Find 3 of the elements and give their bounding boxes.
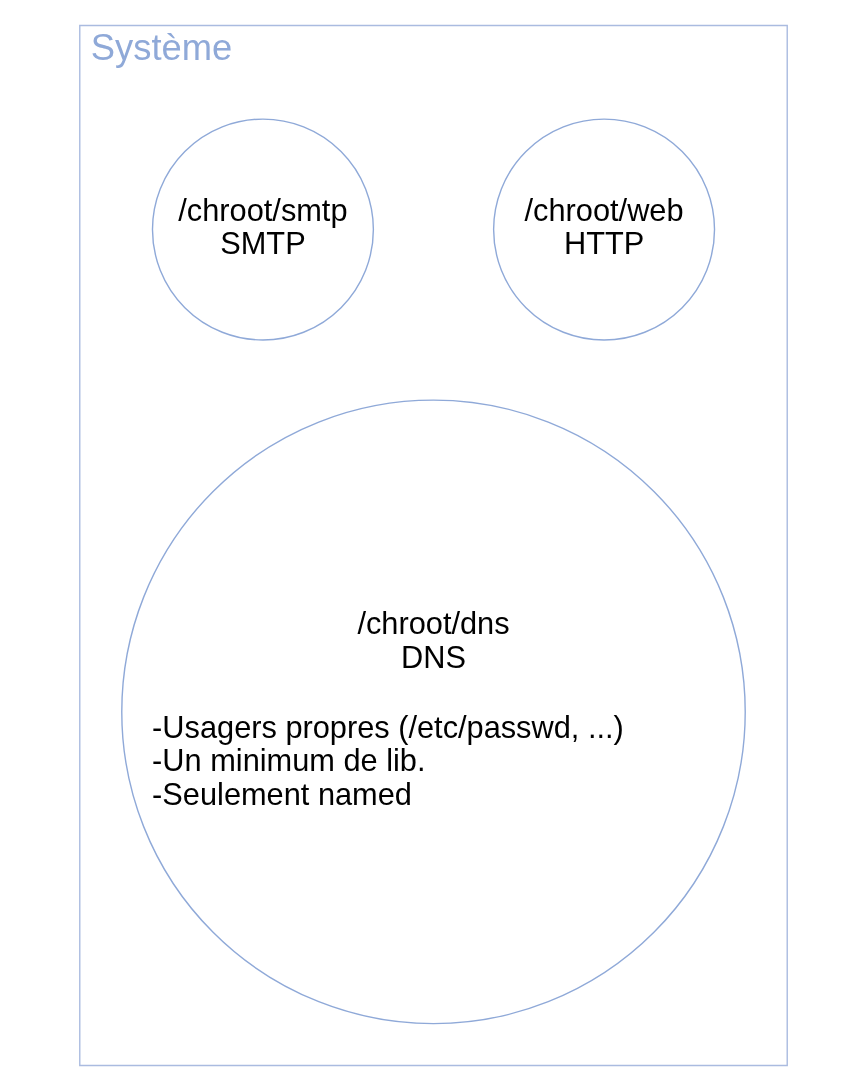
node-circle: /chroot/web HTTP — [492, 118, 716, 341]
node-circle: /chroot/smtp SMTP — [151, 118, 375, 341]
node-circle: /chroot/dns DNS -Usagers propres (/etc/passwd, ...) -Un minimum de lib. -Seulement named — [121, 399, 746, 1025]
